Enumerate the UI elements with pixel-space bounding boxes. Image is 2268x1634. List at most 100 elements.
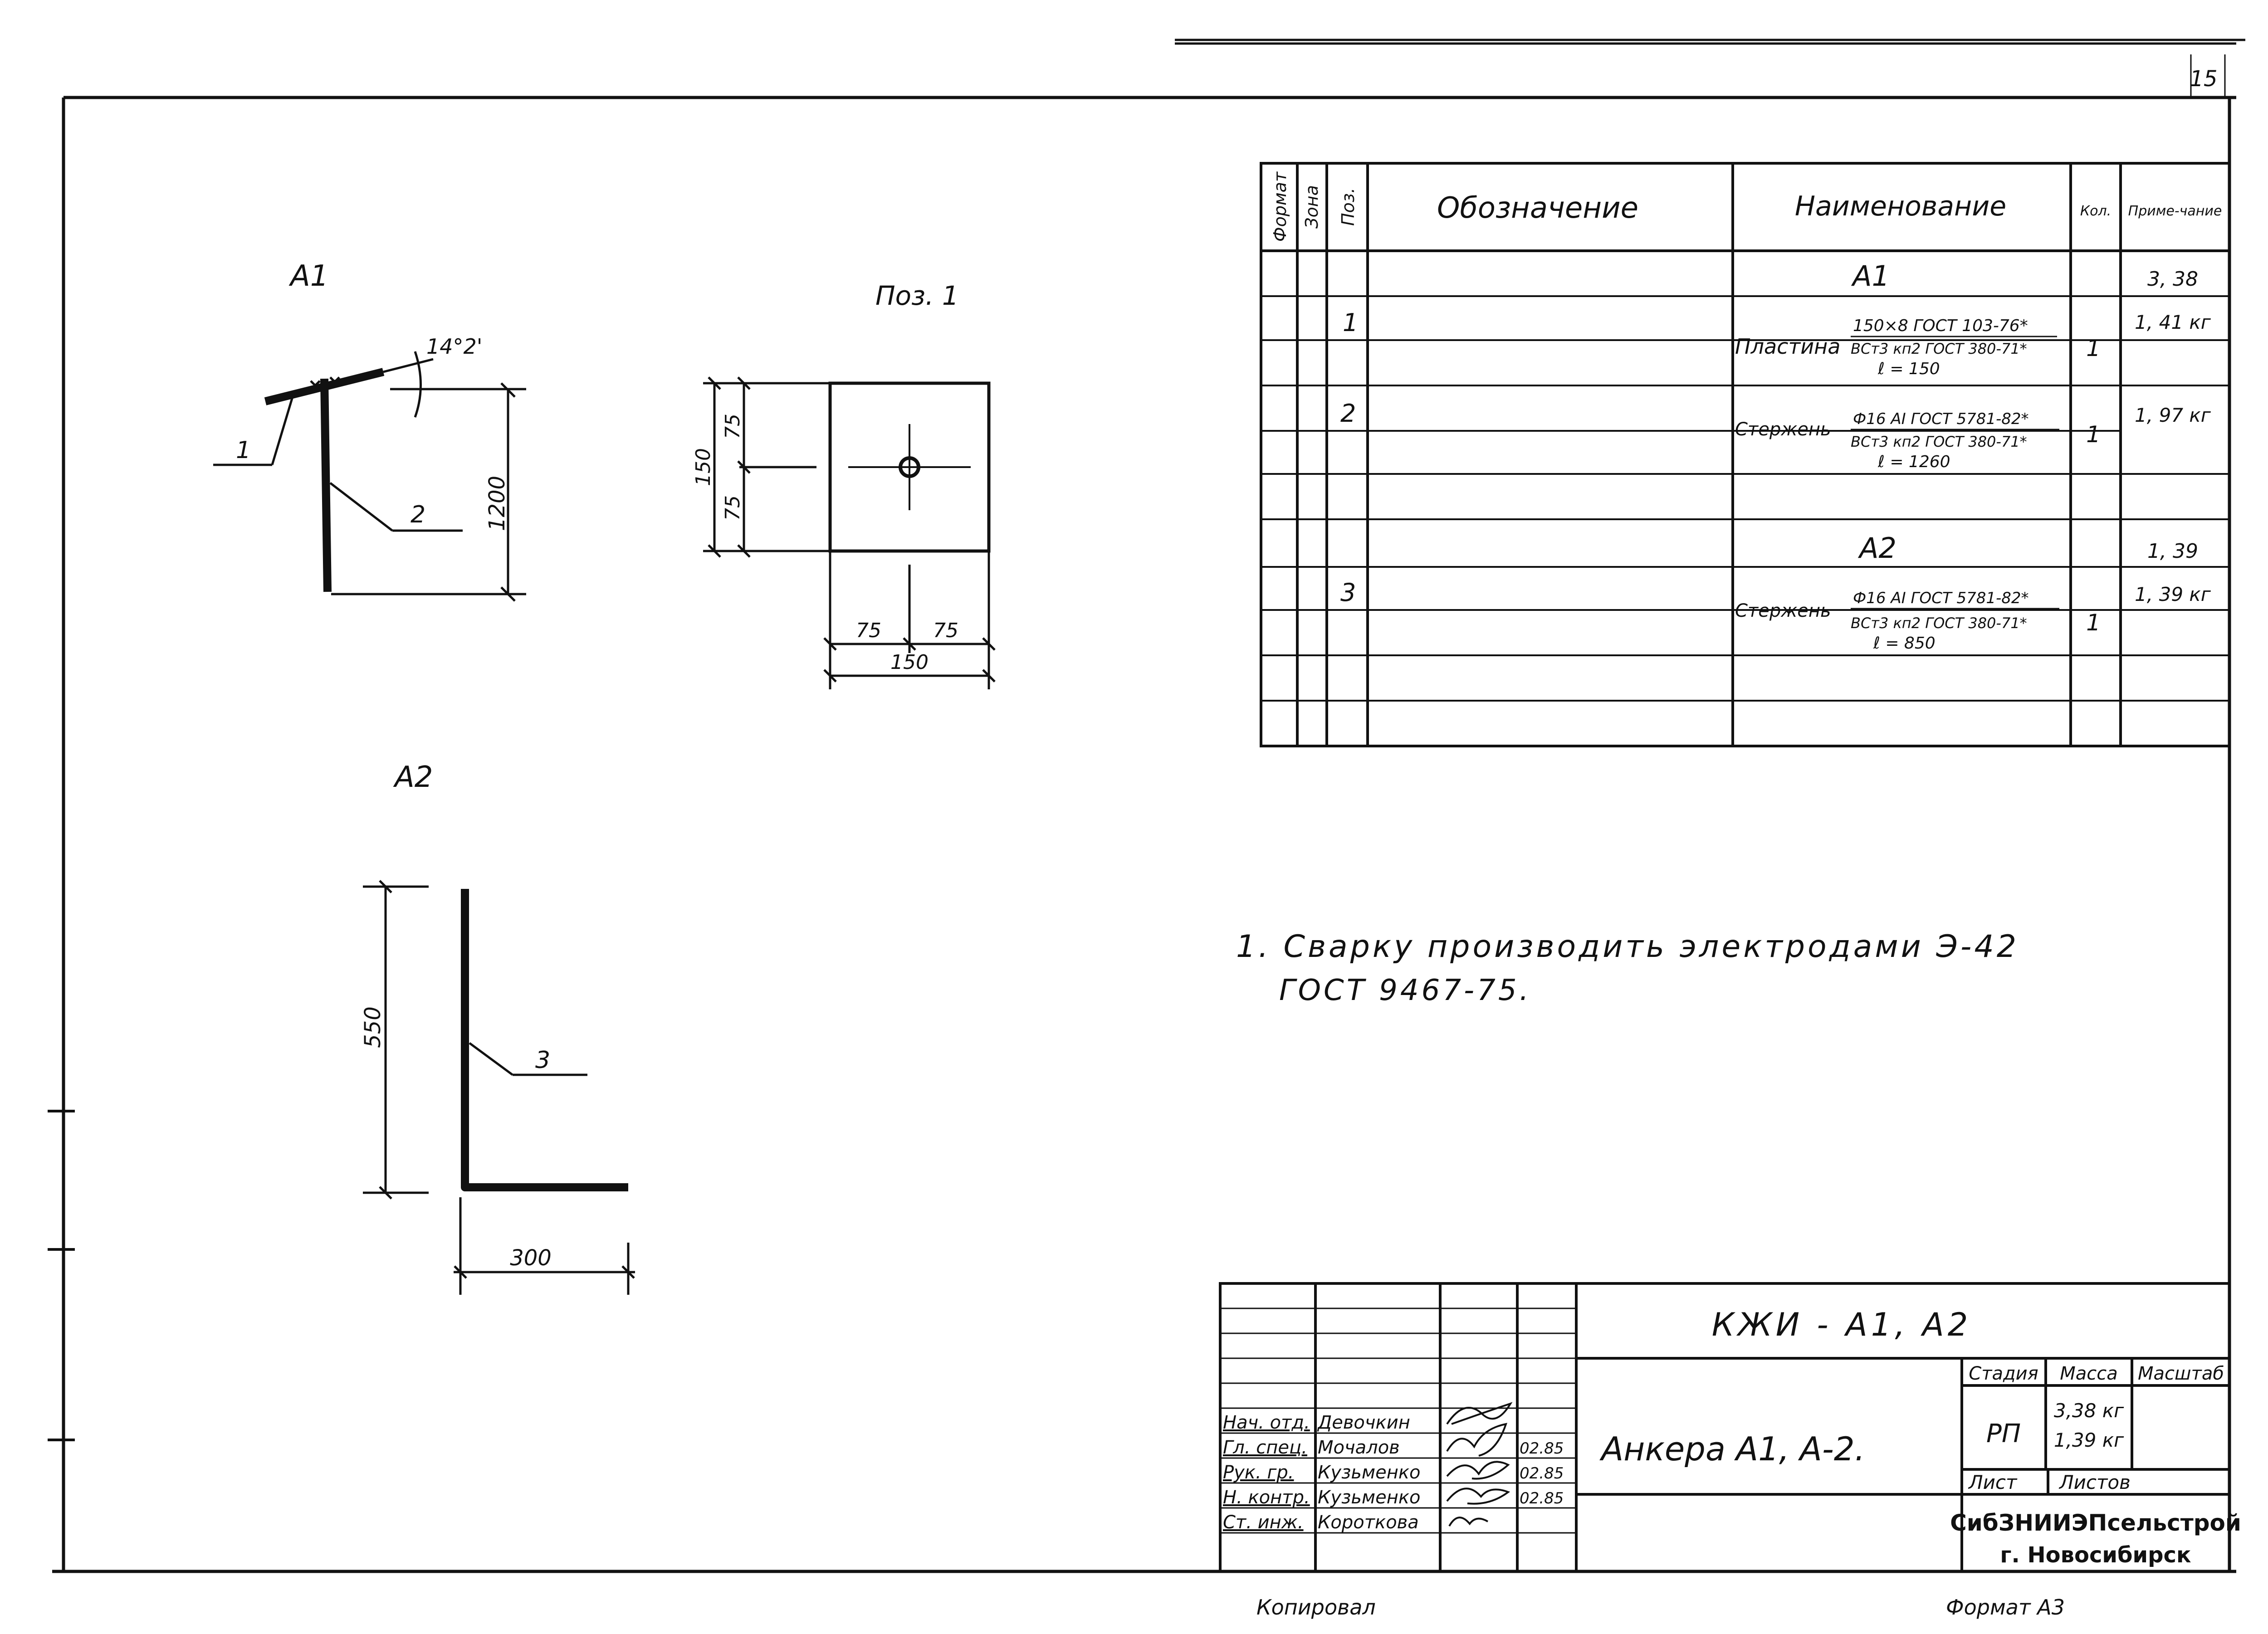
signatures	[1446, 1402, 1513, 1527]
table-row: 3 Стержень Ф16 АI ГОСТ 5781-82* ВСт3 кп2…	[1340, 578, 2211, 653]
a1-callout-2-label: 2	[411, 501, 425, 528]
a2-height-label: 550	[360, 1006, 386, 1048]
notes: 1. Сварку производить электродами Э-42 Г…	[1236, 929, 2019, 1007]
row3-spec-1: Ф16 АI ГОСТ 5781-82*	[1853, 589, 2029, 607]
organization-name: СибЗНИИЭПсельстрой	[1950, 1510, 2241, 1536]
footer-copied: Копировал	[1256, 1595, 1376, 1619]
a1-callout-2: 2	[329, 482, 463, 532]
header-qty: Кол.	[2080, 203, 2111, 219]
a1-title: А1	[288, 259, 329, 293]
row1-spec-1: 150×8 ГОСТ 103-76*	[1853, 317, 2028, 335]
signature-1	[1446, 1402, 1513, 1425]
a2-width-label: 300	[510, 1245, 552, 1271]
pos1-dim-left: 75	[856, 619, 881, 642]
header-pos: Поз.	[1338, 188, 1358, 226]
a2-title: А2	[393, 761, 433, 794]
pos1-dim-lower: 75	[721, 495, 744, 521]
table-row: 1 Пластина 150×8 ГОСТ 103-76* ВСт3 кп2 Г…	[1343, 308, 2211, 378]
organization-city: г. Новосибирск	[2000, 1542, 2191, 1568]
row3-qty: 1	[2086, 610, 2101, 636]
row1-qty: 1	[2086, 335, 2101, 361]
staff-list: Нач. отд. Девочкин Гл. спец. Мочалов 02.…	[1223, 1412, 1564, 1533]
header-designation: Обозначение	[1437, 191, 1638, 225]
signature-3	[1446, 1461, 1510, 1480]
staff-name: Кузьменко	[1318, 1462, 1420, 1483]
drawing-a2: А2 3 550 300	[360, 761, 635, 1295]
row1-pos: 1	[1343, 308, 1358, 337]
row1-name: Пластина	[1735, 334, 1840, 359]
row1-spec-3: ℓ = 150	[1877, 360, 1940, 378]
a2-bent-rod	[461, 889, 628, 1191]
staff-name: Кузьменко	[1318, 1487, 1420, 1508]
row2-name: Стержень	[1735, 419, 1831, 440]
mass-value-2: 1,39 кг	[2054, 1429, 2124, 1451]
stage-value: РП	[1986, 1419, 2021, 1449]
pos1-dim-width: 150	[890, 651, 929, 674]
group-a1-note: 3, 38	[2147, 268, 2198, 291]
a1-callout-1-label: 1	[236, 437, 251, 464]
row2-qty: 1	[2086, 421, 2101, 448]
a1-height-label: 1200	[484, 476, 510, 531]
top-edge-lines	[1175, 39, 2245, 98]
signature-4	[1446, 1488, 1510, 1505]
row2-spec-3: ℓ = 1260	[1877, 453, 1950, 471]
staff-role: Гл. спец.	[1223, 1437, 1307, 1458]
scale-header: Масштаб	[2138, 1363, 2224, 1384]
a1-angle-arc	[414, 351, 422, 418]
note-line-2: ГОСТ 9467-75.	[1279, 974, 1531, 1007]
pos1-plate	[828, 381, 991, 553]
a1-rod	[320, 378, 332, 592]
row3-pos: 3	[1340, 578, 1356, 607]
specification-table: Формат Зона Поз. Обозначение Наименовани…	[1260, 162, 2231, 747]
footer-format: Формат А3	[1946, 1595, 2065, 1619]
title-product-name: Анкера А1, А-2.	[1599, 1430, 1865, 1468]
row2-spec-1: Ф16 АI ГОСТ 5781-82*	[1853, 410, 2029, 428]
staff-date: 02.85	[1520, 1464, 1564, 1483]
a1-angle-label: 14°2'	[426, 334, 482, 359]
group-a2-name: А2	[1857, 532, 1897, 565]
header-name: Наименование	[1795, 190, 2006, 222]
staff-role: Ст. инж.	[1223, 1512, 1304, 1533]
a1-height-dimension	[331, 382, 526, 602]
a2-callout-3-label: 3	[535, 1047, 550, 1074]
header-zone: Зона	[1302, 185, 1322, 229]
pos1-left-dimensions	[703, 376, 830, 558]
row1-note: 1, 41 кг	[2135, 311, 2211, 333]
note-line-1: 1. Сварку производить электродами Э-42	[1236, 929, 2019, 965]
footer: Копировал Формат А3	[1256, 1595, 2065, 1619]
title-block: КЖИ - А1, А2 Анкера А1, А-2. Стадия Масс…	[1219, 1282, 2241, 1573]
row2-spec-2: ВСт3 кп2 ГОСТ 380-71*	[1851, 433, 2027, 450]
header-format: Формат	[1270, 171, 1290, 242]
signature-5	[1448, 1517, 1489, 1527]
mass-value-1: 3,38 кг	[2054, 1400, 2124, 1422]
pos1-title: Поз. 1	[875, 280, 959, 311]
group-a1-name: А1	[1851, 259, 1890, 293]
sheets-header: Листов	[2058, 1471, 2131, 1493]
staff-role: Нач. отд.	[1223, 1412, 1310, 1433]
row3-spec-2: ВСт3 кп2 ГОСТ 380-71*	[1851, 615, 2027, 632]
row3-note: 1, 39 кг	[2135, 583, 2211, 605]
stage-header: Стадия	[1969, 1363, 2038, 1384]
row3-spec-3: ℓ = 850	[1873, 634, 1936, 653]
title-designation: КЖИ - А1, А2	[1712, 1306, 1972, 1343]
row1-spec-2: ВСт3 кп2 ГОСТ 380-71*	[1851, 340, 2027, 357]
drawing-pos1: Поз. 1 150 75 75	[692, 280, 996, 689]
sheet-number: 15	[2190, 66, 2217, 92]
staff-role: Рук. гр.	[1223, 1462, 1294, 1483]
staff-date: 02.85	[1520, 1439, 1564, 1458]
table-row: 2 Стержень Ф16 АI ГОСТ 5781-82* ВСт3 кп2…	[1340, 399, 2211, 471]
pos1-center-lines	[848, 424, 971, 510]
left-margin-ticks	[48, 1110, 75, 1441]
row2-pos: 2	[1340, 399, 1356, 428]
pos1-dim-right: 75	[933, 619, 958, 642]
staff-name: Мочалов	[1318, 1437, 1400, 1458]
a1-weld-marks	[310, 376, 340, 391]
a2-width-dimension	[454, 1197, 635, 1295]
a2-callout-3: 3	[469, 1042, 587, 1076]
sheet-header: Лист	[1968, 1471, 2018, 1493]
header-note: Приме-чание	[2128, 203, 2222, 219]
pos1-bottom-dimensions	[823, 551, 996, 689]
staff-name: Девочкин	[1317, 1412, 1410, 1433]
row2-note: 1, 97 кг	[2135, 404, 2211, 426]
staff-role: Н. контр.	[1223, 1487, 1310, 1508]
